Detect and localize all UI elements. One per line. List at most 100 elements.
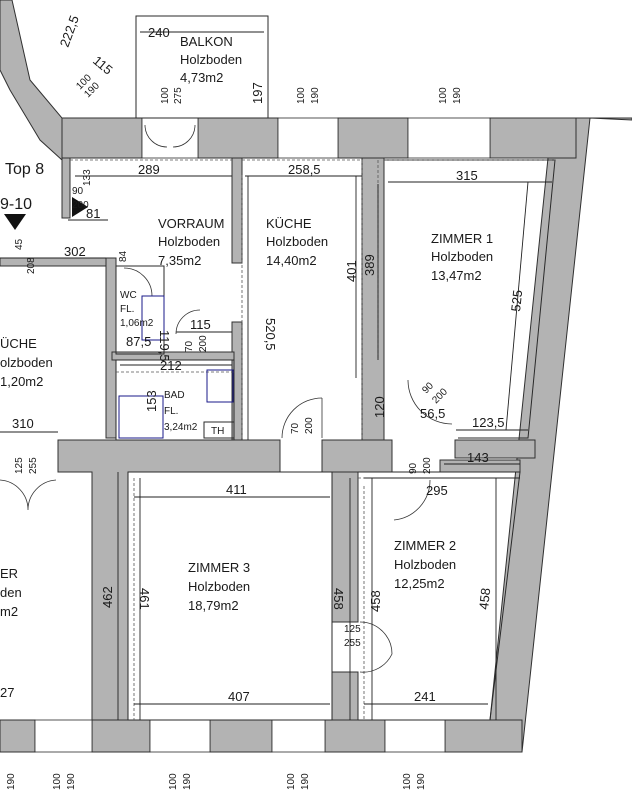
dim-label-462: 462 xyxy=(100,586,115,608)
room-zimmer3-floor: Holzboden xyxy=(188,579,250,594)
stair-label: 9-10 xyxy=(0,196,32,213)
bottom-wall-5 xyxy=(444,719,523,753)
corridor-wall-mid xyxy=(321,439,393,473)
room-bad-area: 3,24m2 xyxy=(164,422,198,433)
window-balkon-door xyxy=(141,117,199,159)
top-label: Top 8 xyxy=(5,161,44,178)
neighbor2-floor: den xyxy=(0,585,22,600)
dim-label-100b1: 100 xyxy=(52,773,63,790)
dim-label-115: 115 xyxy=(90,53,116,78)
dim-525 xyxy=(505,181,529,431)
dim-label-200a: 200 xyxy=(198,335,209,352)
dim-label-190b5: 190 xyxy=(6,773,17,790)
room-kueche-area: 14,40m2 xyxy=(266,253,317,268)
room-kueche-floor: Holzboden xyxy=(266,234,328,249)
bottom-wall-4 xyxy=(324,719,386,753)
wall-zimmer1-bottom xyxy=(454,439,536,459)
dim-label-190b2: 190 xyxy=(182,773,193,790)
room-zimmer2-floor: Holzboden xyxy=(394,557,456,572)
dim-label-190t2: 190 xyxy=(452,87,463,104)
room-zimmer2-name: ZIMMER 2 xyxy=(394,538,456,553)
dim-label-81: 81 xyxy=(86,206,100,221)
dim-label-100a: 100 xyxy=(160,87,171,104)
room-vorraum-area: 7,35m2 xyxy=(158,253,201,268)
room-kueche-name: KÜCHE xyxy=(266,216,312,231)
window-bottom-2 xyxy=(149,719,211,753)
dim-label-389: 389 xyxy=(362,254,377,276)
neighbor-name: ÜCHE xyxy=(0,336,37,351)
dim-label-143: 143 xyxy=(467,450,489,465)
wall-zimmer3-zimmer2 xyxy=(331,471,359,623)
dim-label-200b: 200 xyxy=(304,417,315,434)
bottom-wall-1 xyxy=(0,719,36,753)
dim-label-84: 84 xyxy=(118,250,129,262)
wall-kueche-zimmer1 xyxy=(361,157,385,441)
door-balkon xyxy=(144,124,196,148)
dim-label-5205: 520,5 xyxy=(263,318,278,351)
room-zimmer3-area: 18,79m2 xyxy=(188,598,239,613)
dim-label-289: 289 xyxy=(138,162,160,177)
dim-label-275: 275 xyxy=(173,87,184,104)
dimension-lines xyxy=(0,175,552,720)
room-zimmer1-floor: Holzboden xyxy=(431,249,493,264)
dim-label-133: 133 xyxy=(82,169,93,186)
dim-label-1195: 119,5 xyxy=(157,330,172,362)
room-balkon-floor: Holzboden xyxy=(180,52,242,67)
dim-label-407: 407 xyxy=(228,689,250,704)
room-bad-floor: FL. xyxy=(164,406,178,417)
wc-fixture xyxy=(141,295,165,341)
left-wall-upper xyxy=(61,157,71,219)
dim-label-458a: 458 xyxy=(331,588,346,610)
room-wc-floor: FL. xyxy=(120,304,134,315)
dim-label-120: 120 xyxy=(372,396,387,418)
wall-wc-left xyxy=(105,257,117,439)
dim-label-125: 125 xyxy=(344,624,361,635)
fixtures xyxy=(118,295,235,439)
top-left-diagonal-wall xyxy=(0,0,63,162)
room-wc-name: WC xyxy=(120,290,137,301)
dim-label-200: 200 xyxy=(72,200,89,211)
top-wall-pillar-2 xyxy=(337,117,409,159)
bottom-wall-3 xyxy=(209,719,273,753)
dim-label-2225: 222,5 xyxy=(57,13,82,49)
dim-label-255: 255 xyxy=(344,638,361,649)
dim-label-100b3: 100 xyxy=(286,773,297,790)
dim-label-125b: 125 xyxy=(14,457,25,474)
dim-label-565: 56,5 xyxy=(420,406,445,421)
bath-tub xyxy=(118,395,164,439)
th-box xyxy=(203,421,235,439)
bottom-wall-2 xyxy=(91,719,151,753)
door-vorraum xyxy=(175,309,201,335)
dim-label-310: 310 xyxy=(12,416,34,431)
dim-label-197: 197 xyxy=(250,82,265,104)
top-wall xyxy=(61,117,143,159)
room-vorraum-floor: Holzboden xyxy=(158,234,220,249)
room-zimmer3-name: ZIMMER 3 xyxy=(188,560,250,575)
dim-label-90: 90 xyxy=(72,186,84,197)
door-wc xyxy=(123,267,153,297)
room-balkon-area: 4,73m2 xyxy=(180,70,223,85)
zimmer2-inner xyxy=(358,471,521,721)
neighbor2-name: ER xyxy=(0,566,18,581)
dim-label-100t2: 100 xyxy=(438,87,449,104)
dim-label-401: 401 xyxy=(344,260,359,282)
zimmer3-inner xyxy=(127,471,333,721)
neighbor2-area: m2 xyxy=(0,604,18,619)
dim-label-190b3: 190 xyxy=(300,773,311,790)
wall-vorraum-kueche xyxy=(231,157,243,264)
washbasin xyxy=(206,369,234,403)
room-zimmer1-area: 13,47m2 xyxy=(431,268,482,283)
stair-arrow-down-icon xyxy=(4,214,26,230)
dim-label-525: 525 xyxy=(508,289,525,312)
dim-label-70a: 70 xyxy=(184,340,195,352)
dim-label-458b: 458 xyxy=(368,590,383,612)
dim-label-1235: 123,5 xyxy=(472,415,505,430)
dim-label-200c: 200 xyxy=(422,457,433,474)
dim-label-190t1: 190 xyxy=(310,87,321,104)
bad-inner xyxy=(115,359,235,441)
dim-label-2585: 258,5 xyxy=(288,162,321,177)
neighbor-floor: olzboden xyxy=(0,355,53,370)
top-wall-pillar-3 xyxy=(489,117,577,159)
th-label: TH xyxy=(211,426,224,437)
